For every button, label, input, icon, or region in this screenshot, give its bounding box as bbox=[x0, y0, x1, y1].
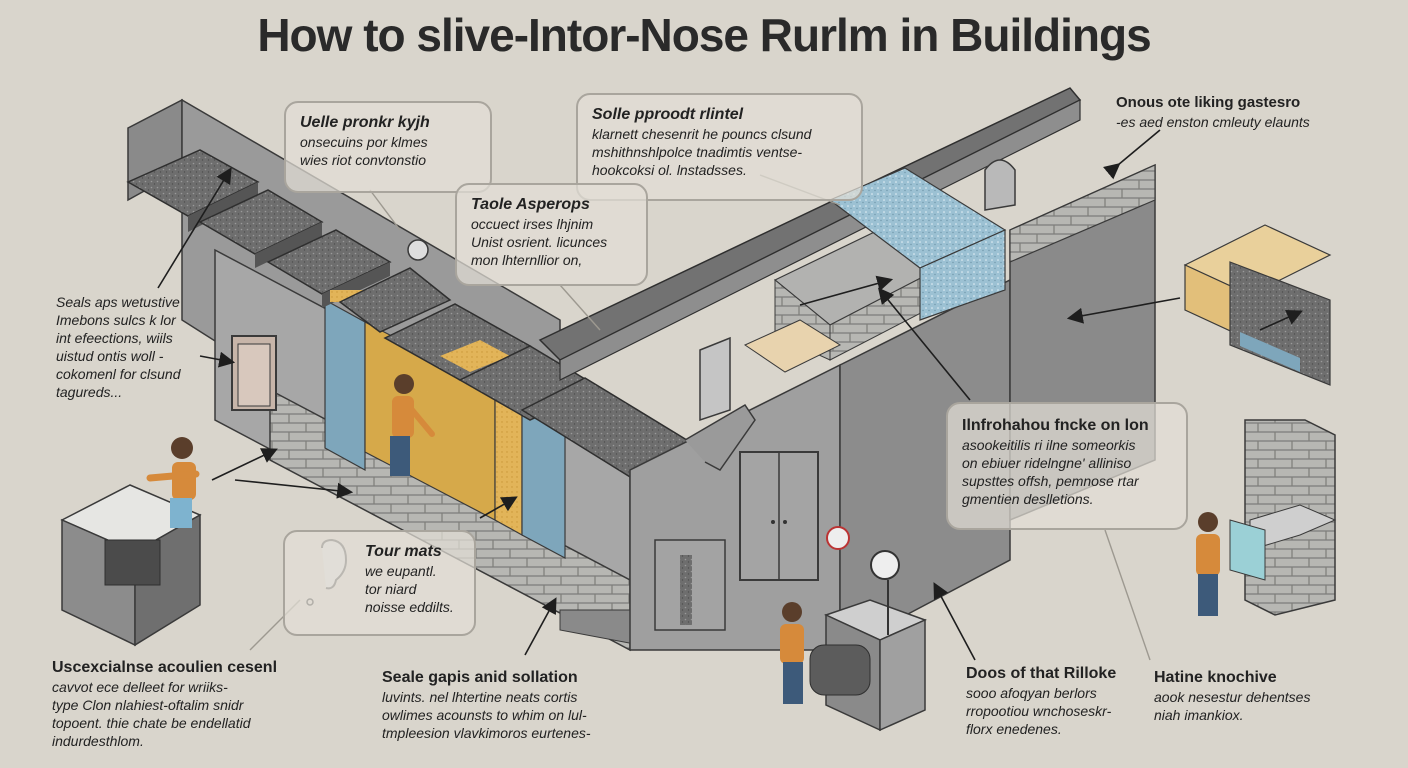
callout-title: Ilnfrohahou fncke on lon bbox=[962, 417, 1149, 434]
label-bottom-right-2: Hatine knochive aook nesestur dehentses … bbox=[1154, 668, 1310, 724]
label-bottom-right-1: Doos of that Rilloke sooo afoqyan berlor… bbox=[966, 664, 1116, 738]
label-bottom-mid: Seale gapis anid sollation luvints. nel … bbox=[382, 668, 591, 742]
person-right bbox=[1196, 512, 1220, 616]
callout-line: hookcoksi ol. lnstadsses. bbox=[592, 162, 747, 178]
label-title: Uscexcialnse acoulien cesenl bbox=[52, 659, 278, 676]
label-title: Doos of that Rilloke bbox=[966, 665, 1117, 682]
callout-line: we eupantl. bbox=[365, 563, 437, 579]
wall-section-detail bbox=[1183, 224, 1337, 616]
callout-line: supsttes offsh, pemnose rtar bbox=[962, 473, 1139, 489]
callout-line: Unist osrient. licunces bbox=[471, 234, 608, 250]
callout-title: Uelle pronkr kyjh bbox=[300, 114, 430, 131]
label-line: type Clon nlahiest-oftalim snidr bbox=[52, 697, 244, 713]
callout-line: asookeitilis ri ilne someorkis bbox=[962, 437, 1136, 453]
page-title: How to slive-Intor-Nose Rurlm in Buildin… bbox=[257, 9, 1151, 61]
label-line: -es aed enston cmleuty elaunts bbox=[1116, 114, 1310, 130]
callout-line: on ebiuer ridelngne' alliniso bbox=[962, 455, 1132, 471]
label-line: indurdesthlom. bbox=[52, 733, 144, 749]
label-line: luvints. nel lhtertine neats cortis bbox=[382, 689, 578, 705]
callout-line: tor niard bbox=[365, 581, 417, 597]
callout-title: Tour mats bbox=[365, 543, 442, 560]
callout-bottom-center: Tour mats we eupantl. tor niard noisse e… bbox=[283, 530, 476, 636]
label-line: cokomenl for clsund bbox=[56, 366, 181, 382]
label-line: sooo afoqyan berlors bbox=[966, 685, 1097, 701]
label-line: aook nesestur dehentses bbox=[1154, 689, 1311, 705]
callout-line: noisse eddilts. bbox=[365, 599, 454, 615]
left-machine bbox=[60, 484, 202, 647]
left-wing bbox=[126, 98, 702, 652]
label-line: tmpleesion vlavkimoros eurtenes- bbox=[382, 725, 591, 741]
label-title: Seale gapis anid sollation bbox=[382, 669, 578, 686]
label-line: tagureds... bbox=[56, 384, 123, 400]
label-bottom-left: Uscexcialnse acoulien cesenl cavvot ece … bbox=[52, 658, 277, 750]
callout-title: Taole Asperops bbox=[471, 196, 590, 213]
right-wing bbox=[538, 87, 1156, 732]
callout-right-center: Ilnfrohahou fncke on lon asookeitilis ri… bbox=[946, 402, 1188, 530]
callout-line: wies riot convtonstio bbox=[300, 152, 427, 168]
label-left: Seals aps wetustive Imebons sulcs k lor … bbox=[56, 293, 181, 401]
label-line: niah imankiox. bbox=[1154, 707, 1244, 723]
label-line: rropootiou wnchoseskr- bbox=[966, 703, 1112, 719]
label-top-right: Onous ote liking gastesro -es aed enston… bbox=[1116, 93, 1310, 131]
callout-line: klarnett chesenrit he pouncs clsund bbox=[592, 126, 812, 142]
label-line: int efeections, wiils bbox=[56, 330, 173, 346]
callout-line: mshithnshlpolce tnadimtis ventse- bbox=[592, 144, 803, 160]
person-left bbox=[146, 437, 200, 528]
label-line: cavvot ece delleet for wriiks- bbox=[52, 679, 228, 695]
leader-lines bbox=[157, 129, 1303, 661]
callout-middle-left: Taole Asperops occuect irses lhjnim Unis… bbox=[455, 183, 648, 286]
label-title: Hatine knochive bbox=[1154, 669, 1277, 686]
callout-title: Solle pproodt rlintel bbox=[592, 106, 744, 123]
callout-line: occuect irses lhjnim bbox=[471, 216, 594, 232]
label-line: florx enedenes. bbox=[966, 721, 1062, 737]
label-line: Imebons sulcs k lor bbox=[56, 312, 176, 328]
label-line: owlimes acounsts to whim on lul- bbox=[382, 707, 587, 723]
person-machine bbox=[780, 602, 804, 704]
label-line: uistud ontis woll - bbox=[56, 348, 164, 364]
person-wall bbox=[390, 374, 435, 476]
callout-line: onsecuins por klmes bbox=[300, 134, 428, 150]
callout-top-left: Uelle pronkr kyjh onsecuins por klmes wi… bbox=[284, 101, 492, 193]
callout-line: gmentien deslletions. bbox=[962, 491, 1094, 507]
label-line: Seals aps wetustive bbox=[56, 294, 180, 310]
label-line: topoent. thie chate be endellatid bbox=[52, 715, 251, 731]
label-title: Onous ote liking gastesro bbox=[1116, 94, 1301, 111]
callout-line: mon lhternllior on, bbox=[471, 252, 583, 268]
